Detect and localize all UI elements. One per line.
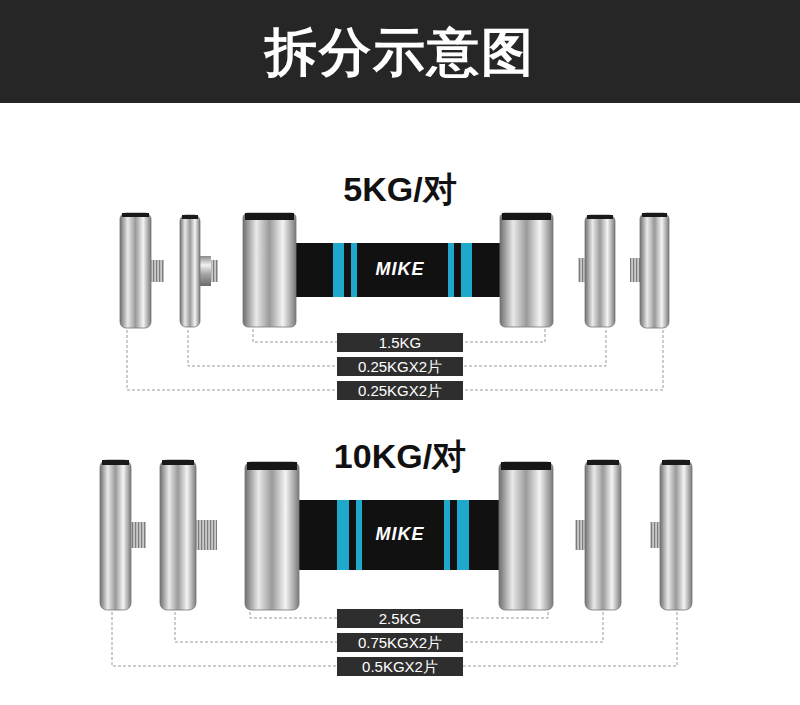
weight-label-box: 2.5KG [337,609,463,628]
plate [585,460,621,610]
leader-lines [112,329,677,666]
leader-line [463,329,545,342]
grip-band [351,243,357,297]
plate-edge [662,460,690,465]
plate-edge [102,460,129,465]
plate-edge [587,215,613,219]
plate [180,215,200,327]
thread-stub [211,260,218,282]
grip-band [337,500,349,570]
plate [660,460,692,610]
weight-label-box: 0.75KGX2片 [337,633,463,652]
weight-label: 0.25KGX2片 [358,359,442,374]
weight-label: 2.5KG [379,611,422,626]
head-edge [247,462,297,470]
brand-logo: MIKE [376,525,425,545]
handle [293,243,503,297]
set-weight: 5KG/对 [343,171,456,208]
weight-label: 1.5KG [379,335,422,350]
grip-band [356,500,362,570]
weight-label-box: 0.25KGX2片 [337,357,463,376]
head-edge [245,213,294,220]
grip-band [461,243,472,297]
leader-line [112,612,337,666]
plate-edge [587,460,619,465]
head-edge [502,213,551,220]
thread-stub [195,520,217,550]
dumbbell-10kg [100,460,692,610]
leader-line [463,612,548,618]
weight-label: 0.5KGX2片 [362,659,438,674]
leader-line [463,612,677,666]
weight-label-box: 0.5KGX2片 [337,657,463,676]
plate [640,213,669,328]
plate-edge [182,215,198,219]
leader-line [250,612,337,618]
leader-line [463,330,663,390]
leader-line [188,330,337,366]
grip-band [333,243,344,297]
brand-logo: MIKE [376,260,425,280]
inner-head [499,462,553,610]
plate [160,460,196,610]
plate-edge [642,213,667,217]
weight-label: 0.25KGX2片 [358,383,442,398]
inner-head [245,462,299,610]
leader-line [253,329,337,342]
head-edge [501,462,551,470]
plate-edge [122,213,149,217]
set-weight: 10KG/对 [334,438,466,475]
plate [120,213,151,328]
leader-line [127,330,337,390]
thread-stub [150,260,164,282]
dumbbell-5kg [120,213,669,328]
grip-band [444,500,450,570]
plate-edge [162,460,194,465]
grip-band [448,243,454,297]
leader-line [463,612,603,642]
weight-label-box: 0.25KGX2片 [337,381,463,400]
handle [297,500,503,570]
weight-label: 0.75KGX2片 [358,635,442,650]
thread-stub [130,522,146,548]
plate [585,215,615,327]
inner-head [500,213,553,327]
inner-head [243,213,296,327]
leader-line [463,330,606,366]
plate [100,460,131,610]
grip-band [457,500,469,570]
leader-line [175,612,337,642]
weight-label-box: 1.5KG [337,333,463,352]
page-title: 拆分示意图 [265,24,535,81]
